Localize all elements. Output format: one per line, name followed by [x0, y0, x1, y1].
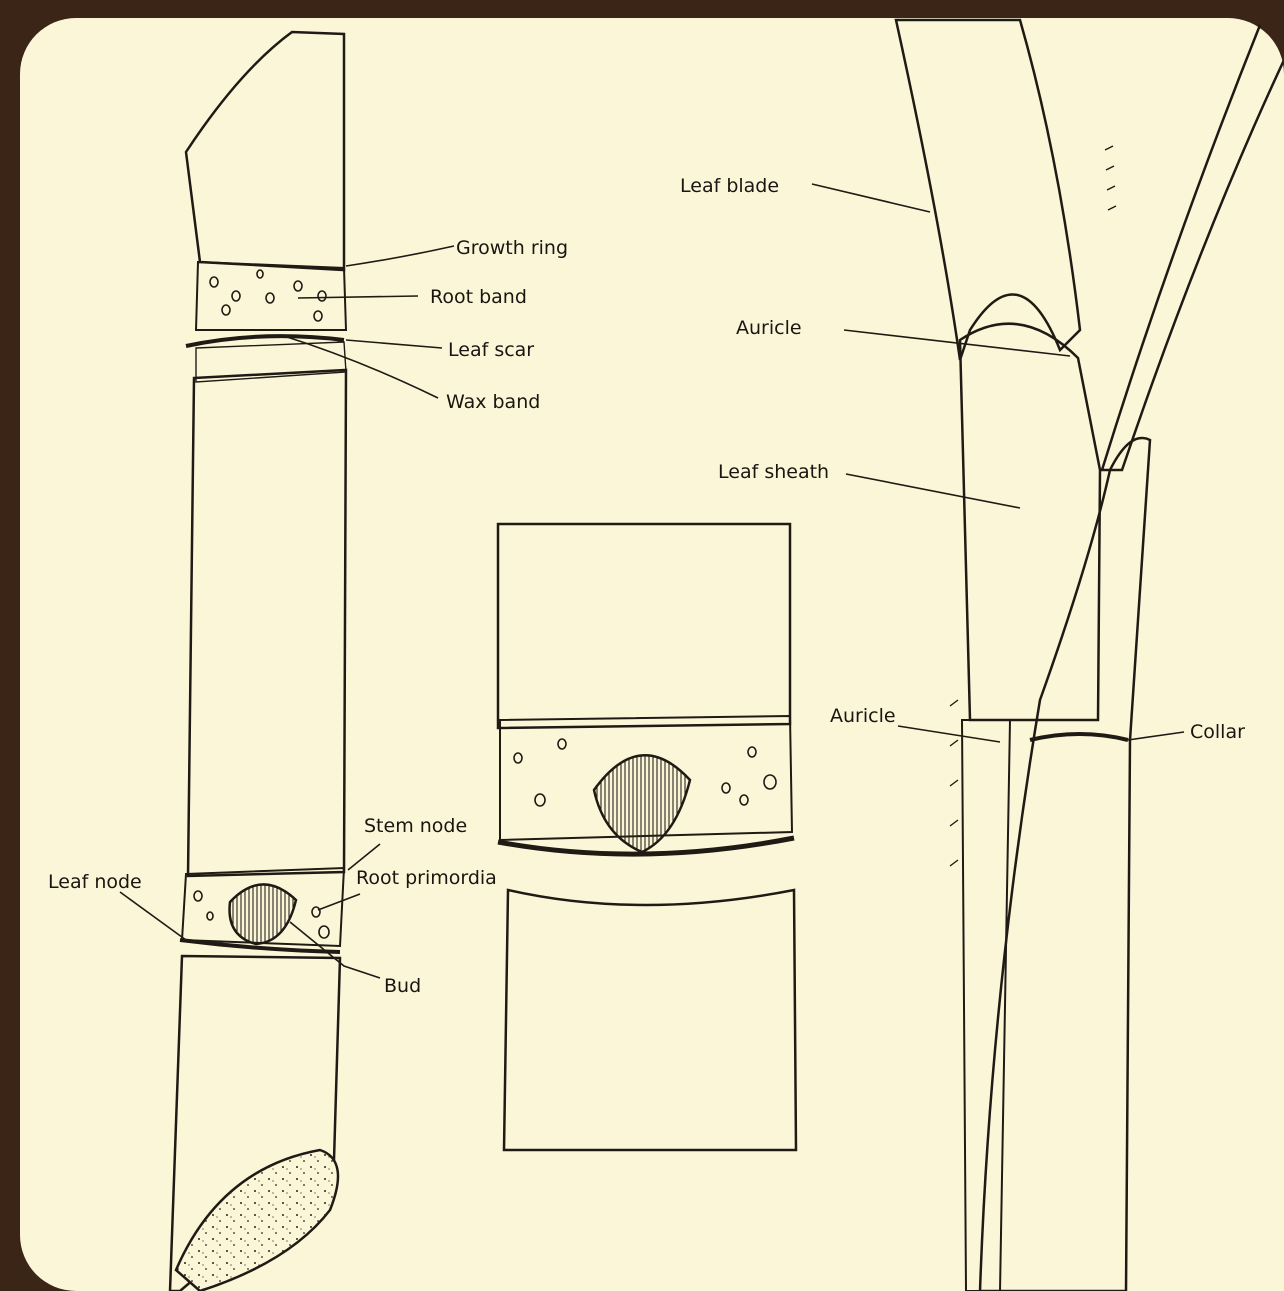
left-stalk-internode: [188, 370, 346, 876]
upper-leaf-sheath: [960, 324, 1100, 720]
label-growth-ring: Growth ring: [456, 237, 568, 259]
label-root-band: Root band: [430, 286, 527, 308]
label-root-primordia: Root primordia: [356, 867, 497, 889]
label-auricle-lower: Auricle: [830, 705, 896, 727]
left-stalk-bud: [230, 884, 296, 944]
label-auricle-upper: Auricle: [736, 317, 802, 339]
lower-leaf-sheath: [980, 438, 1150, 1291]
second-leaf-blade: [1102, 20, 1284, 470]
left-stalk-upper-internode: [186, 32, 344, 270]
label-collar: Collar: [1190, 721, 1245, 743]
left-stalk: [170, 32, 346, 1291]
right-stalk: [896, 20, 1284, 1291]
inner-sheath: [962, 720, 1010, 1291]
label-stem-node: Stem node: [364, 815, 467, 837]
left-stalk-root-band: [196, 262, 346, 330]
leaf-blade: [896, 20, 1080, 360]
leaf-hairs: [950, 146, 1116, 866]
center-stalk-lower-internode: [504, 890, 796, 1150]
center-stalk: [498, 524, 796, 1150]
center-stalk-internode: [498, 524, 790, 728]
label-leaf-scar: Leaf scar: [448, 339, 534, 361]
label-leaf-sheath: Leaf sheath: [718, 461, 829, 483]
collar-band: [1030, 734, 1128, 740]
leader-lines: [120, 184, 1184, 978]
center-stalk-wax-band: [508, 850, 794, 900]
label-bud: Bud: [384, 975, 421, 997]
label-wax-band: Wax band: [446, 391, 540, 413]
label-leaf-node: Leaf node: [48, 871, 142, 893]
label-leaf-blade: Leaf blade: [680, 175, 779, 197]
